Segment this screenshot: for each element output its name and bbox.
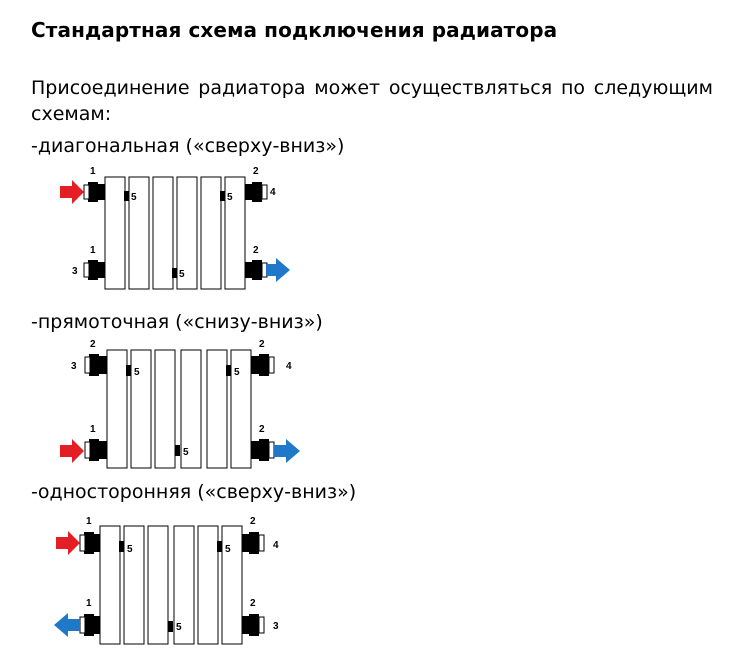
label-br: 2 [253,245,259,256]
marker-top-right [226,365,231,376]
label-tr-side: 4 [270,187,276,198]
label-m2: 5 [225,544,231,555]
plug-top-left [84,354,107,376]
plug-bottom-right [251,439,275,461]
plug-bottom-left [83,260,105,280]
plug-bottom-left [84,439,107,461]
label-tr: 2 [253,166,259,177]
label-bl-side: 3 [72,266,78,277]
marker-top-right [217,541,222,552]
plug-bottom-right [242,614,265,636]
label-tl-side: 3 [71,361,77,372]
label-tl: 1 [86,516,92,527]
label-m1: 5 [127,544,133,555]
radiator-body [99,525,243,645]
label-br: 2 [250,598,256,609]
label-tl: 2 [90,339,96,350]
plug-top-left [79,532,100,554]
label-tr-side: 4 [286,361,292,372]
label-m3: 5 [183,447,189,458]
marker-bottom [175,445,180,456]
return-arrow-icon [266,258,290,282]
radiator-diagram-straight: 2 2 1 2 3 4 5 5 5 [60,339,300,469]
label-br-side: 3 [273,621,279,632]
plug-bottom-left [79,614,100,636]
plug-top-right [242,532,265,554]
label-br: 2 [259,424,265,435]
return-arrow-icon [54,613,80,637]
marker-top-left [126,365,131,376]
radiator-diagram-one-sided: 1 2 1 2 4 3 5 5 5 [54,516,279,645]
radiator-diagram-diagonal: 1 2 1 2 4 3 5 5 5 [60,166,290,290]
plug-top-left [83,182,105,202]
marker-bottom [172,268,177,278]
marker-top-right [220,191,225,201]
label-m2: 5 [234,367,240,378]
scheme-label-one-sided: -односторонняя («сверху-вниз») [31,481,357,503]
plug-top-right [245,182,268,202]
label-m1: 5 [131,192,137,203]
return-arrow-icon [274,439,300,463]
marker-top-left [124,191,129,201]
scheme-label-straight: -прямоточная («снизу-вниз») [31,311,323,333]
label-m1: 5 [134,367,140,378]
label-tl: 1 [90,166,96,177]
intro-paragraph: Присоединение радиатора может осуществля… [31,75,713,127]
label-tr-side: 4 [273,540,279,551]
page-title: Стандартная схема подключения радиатора [31,18,558,42]
marker-top-left [119,541,124,552]
label-m2: 5 [227,192,233,203]
marker-bottom [168,621,173,632]
supply-arrow-icon [56,531,80,555]
plug-bottom-right [245,260,268,280]
plug-top-right [251,354,275,376]
intro-line-1: Присоединение радиатора может осуществля… [31,77,713,99]
radiator-body [106,349,252,469]
label-bl: 1 [90,424,96,435]
label-tr: 2 [259,339,265,350]
label-m3: 5 [179,269,185,280]
label-tr: 2 [250,516,256,527]
label-bl: 1 [86,598,92,609]
supply-arrow-icon [60,439,84,463]
supply-arrow-icon [60,180,84,204]
label-bl: 1 [90,245,96,256]
label-m3: 5 [176,622,182,633]
intro-line-2: схемам: [31,103,112,125]
scheme-label-diagonal: -диагональная («сверху-вниз») [31,135,345,157]
radiator-body [104,176,246,290]
